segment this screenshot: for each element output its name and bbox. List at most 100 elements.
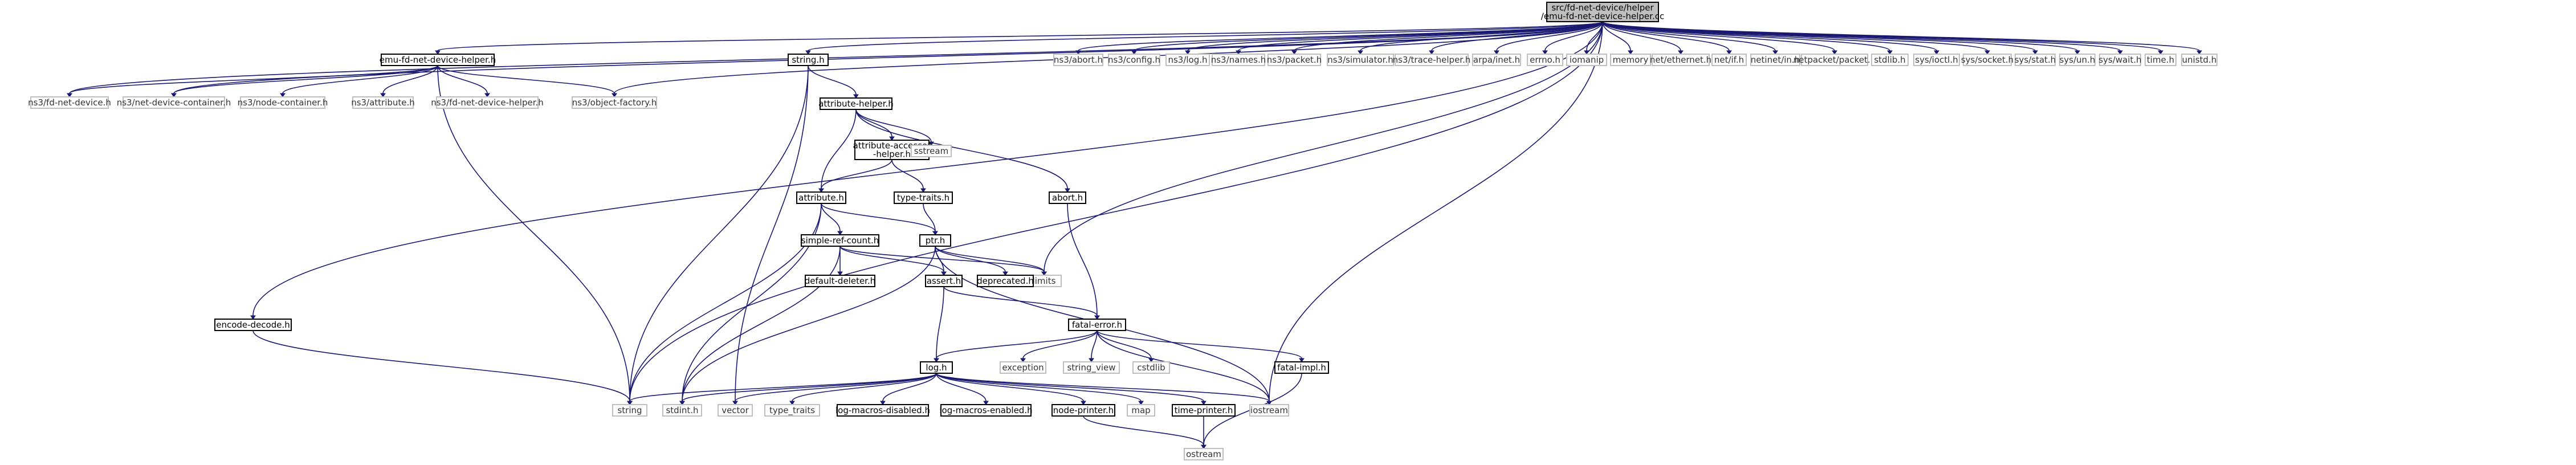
edge-attr_accessor-to-type_traits_h: [891, 159, 924, 189]
node-box: [801, 234, 879, 247]
node-box: [1184, 448, 1224, 460]
node-label: abort.h: [1052, 193, 1083, 203]
node-box: [2015, 54, 2056, 66]
node-label: log-macros-disabled.h: [835, 405, 930, 415]
edge-root-to-arpa_inet: [1496, 21, 1603, 51]
edge-encode_decode-to-string: [252, 330, 630, 402]
node-box: [1132, 361, 1170, 374]
node-label: default-deleter.h: [805, 276, 876, 286]
node-box: [1249, 404, 1289, 417]
node-box: [820, 97, 892, 110]
arrowhead-iostream: [1266, 401, 1272, 405]
arrowhead-log_h: [934, 358, 939, 362]
node-net-if: net/if.h: [1711, 54, 1747, 66]
node-label: ns3/packet.h: [1267, 55, 1322, 65]
node-attribute-h[interactable]: attribute.h: [796, 191, 846, 204]
node-fatal-impl[interactable]: fatal-impl.h: [1274, 361, 1329, 374]
node-label: fatal-impl.h: [1277, 362, 1326, 373]
node-string-h[interactable]: string.h: [788, 54, 829, 66]
arrowhead-attribute_helper: [853, 94, 859, 99]
node-node-printer[interactable]: node-printer.h: [1051, 404, 1115, 417]
edge-log_h-to-node_printer: [936, 373, 1084, 402]
edge-node_printer-to-ostream: [1083, 415, 1204, 446]
edge-attribute_h-to-ptr_h: [821, 203, 936, 232]
node-assert-h[interactable]: assert.h: [925, 275, 963, 287]
arrowhead-fatal_impl: [1299, 358, 1305, 362]
node-type-traits: type_traits: [764, 404, 820, 417]
edge-root-to-errno: [1544, 21, 1603, 51]
node-label: attribute-helper.h: [818, 99, 894, 109]
edge-log_h-to-type_traits: [792, 373, 937, 402]
node-cstdlib: cstdlib: [1132, 361, 1170, 374]
node-abort-h[interactable]: abort.h: [1049, 191, 1086, 204]
edge-root-to-limits: [1044, 21, 1603, 272]
node-box: [1963, 54, 2012, 66]
node-log-macros-dis[interactable]: log-macros-disabled.h: [835, 404, 930, 417]
node-box: [1000, 361, 1046, 374]
edge-attribute_h-to-stdint: [682, 203, 822, 402]
node-box: [1546, 2, 1659, 22]
node-log-macros-en[interactable]: log-macros-enabled.h: [939, 404, 1033, 417]
node-box: [1566, 54, 1607, 66]
arrowhead-type_traits_h: [920, 188, 926, 193]
node-config: ns3/config.h: [1108, 54, 1160, 66]
node-label: errno.h: [1530, 55, 1560, 65]
arrowhead-encode_decode: [250, 315, 256, 320]
node-encode-decode[interactable]: encode-decode.h: [214, 319, 292, 331]
node-log-h[interactable]: log.h: [920, 361, 953, 374]
node-box: [123, 96, 225, 109]
arrowhead-object_factory: [612, 93, 617, 97]
node-simple-ref[interactable]: simple-ref-count.h: [801, 234, 879, 247]
node-label: log.h: [926, 362, 947, 373]
node-label: iostream: [1250, 405, 1288, 415]
arrowhead-log_macros_dis: [880, 401, 886, 405]
node-type-traits-h[interactable]: type-traits.h: [894, 191, 953, 204]
node-box: [30, 96, 109, 109]
node-box: [1049, 191, 1086, 204]
node-box: [919, 234, 951, 247]
arrowhead-emu_h: [435, 50, 441, 55]
node-box: [925, 275, 963, 287]
arrowhead-log_macros_en: [983, 401, 989, 405]
node-attribute-helper[interactable]: attribute-helper.h: [818, 97, 894, 110]
node-box: [572, 96, 657, 109]
node-ptr-h[interactable]: ptr.h: [919, 234, 951, 247]
arrowhead-sys_socket: [1984, 50, 1990, 55]
node-default-deleter[interactable]: default-deleter.h: [805, 275, 876, 287]
node-box: [837, 404, 929, 417]
edge-fatal_error-to-log_h: [936, 330, 1098, 359]
node-arpa-inet: arpa/inet.h: [1472, 54, 1521, 66]
node-label: ns3/attribute.h: [351, 97, 415, 108]
node-label: unistd.h: [2182, 55, 2217, 65]
node-label: net/ethernet.h: [1650, 55, 1711, 65]
node-sstream: sstream: [911, 145, 952, 157]
node-map: map: [1127, 404, 1155, 417]
node-box: [805, 275, 875, 287]
node-time-printer[interactable]: time-printer.h: [1172, 404, 1236, 417]
node-label: ns3/fd-net-device.h: [28, 97, 111, 108]
node-emu-h[interactable]: emu-fd-net-device-helper.h: [380, 54, 496, 66]
edge-root-to-emu_h: [437, 21, 1603, 51]
node-fatal-error[interactable]: fatal-error.h: [1068, 319, 1126, 331]
node-deprecated[interactable]: deprecated.h: [977, 275, 1034, 287]
node-label: attribute.h: [798, 193, 844, 203]
node-box: [1108, 54, 1160, 66]
node-box: [436, 96, 539, 109]
node-label: map: [1131, 405, 1150, 415]
node-label: ns3/abort.h: [1054, 55, 1103, 65]
edge-emu_h-to-fd_helper: [437, 65, 488, 94]
node-label: ns3/log.h: [1168, 55, 1207, 65]
node-object-factory: ns3/object-factory.h: [572, 96, 657, 109]
edge-root-to-memory: [1602, 21, 1631, 51]
edge-root-to-net_ethernet: [1602, 21, 1681, 51]
edge-assert_h-to-log_h: [936, 286, 944, 359]
node-label: /emu-fd-net-device-helper.cc: [1541, 11, 1664, 22]
arrowhead-fd_net_device: [67, 93, 72, 97]
edge-emu_h-to-attribute_ns3: [382, 65, 438, 94]
node-box: [1327, 54, 1394, 66]
edge-log_h-to-stdint: [682, 373, 937, 402]
node-label: log-macros-enabled.h: [939, 405, 1032, 415]
node-netinet-in: netinet/in.h: [1750, 54, 1800, 66]
edge-simple_ref-to-assert_h: [839, 246, 944, 272]
node-root[interactable]: src/fd-net-device/helper/emu-fd-net-devi…: [1541, 2, 1664, 22]
